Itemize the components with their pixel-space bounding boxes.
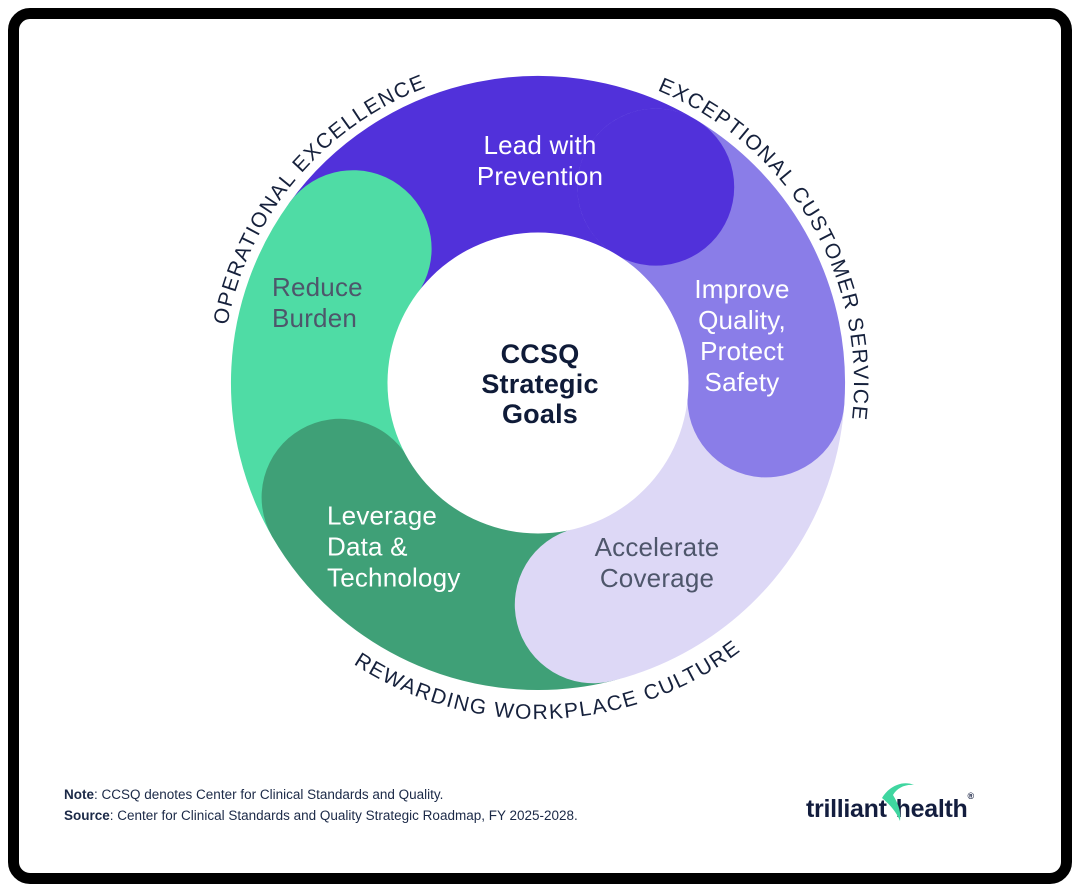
footer-notes: Note: CCSQ denotes Center for Clinical S… bbox=[64, 784, 578, 826]
label-improve-quality-protect-safety: Improve Quality, Protect Safety bbox=[694, 274, 790, 397]
label-accelerate-coverage: Accelerate Coverage bbox=[594, 532, 720, 593]
logo-word-trilliant: trilliant bbox=[806, 795, 887, 823]
logo-word-health: health bbox=[895, 795, 968, 823]
center-label: CCSQ Strategic Goals bbox=[481, 339, 599, 429]
logo-swoosh-icon bbox=[881, 783, 914, 821]
label-leverage-data-technology: Leverage Data & Technology bbox=[327, 500, 461, 593]
label-reduce-burden: Reduce Burden bbox=[272, 272, 363, 333]
source-line: Source: Center for Clinical Standards an… bbox=[64, 805, 578, 826]
logo-word-health-wrap: health® bbox=[881, 783, 974, 824]
center-circle bbox=[387, 232, 689, 534]
segment-lead-head-cap bbox=[577, 108, 735, 266]
registered-mark: ® bbox=[967, 791, 974, 801]
source-label: Source bbox=[64, 808, 110, 823]
note-text: : CCSQ denotes Center for Clinical Stand… bbox=[94, 787, 444, 802]
source-text: : Center for Clinical Standards and Qual… bbox=[109, 808, 578, 823]
note-label: Note bbox=[64, 787, 94, 802]
label-lead-with-prevention: Lead with Prevention bbox=[476, 130, 604, 191]
note-line: Note: CCSQ denotes Center for Clinical S… bbox=[64, 784, 578, 805]
